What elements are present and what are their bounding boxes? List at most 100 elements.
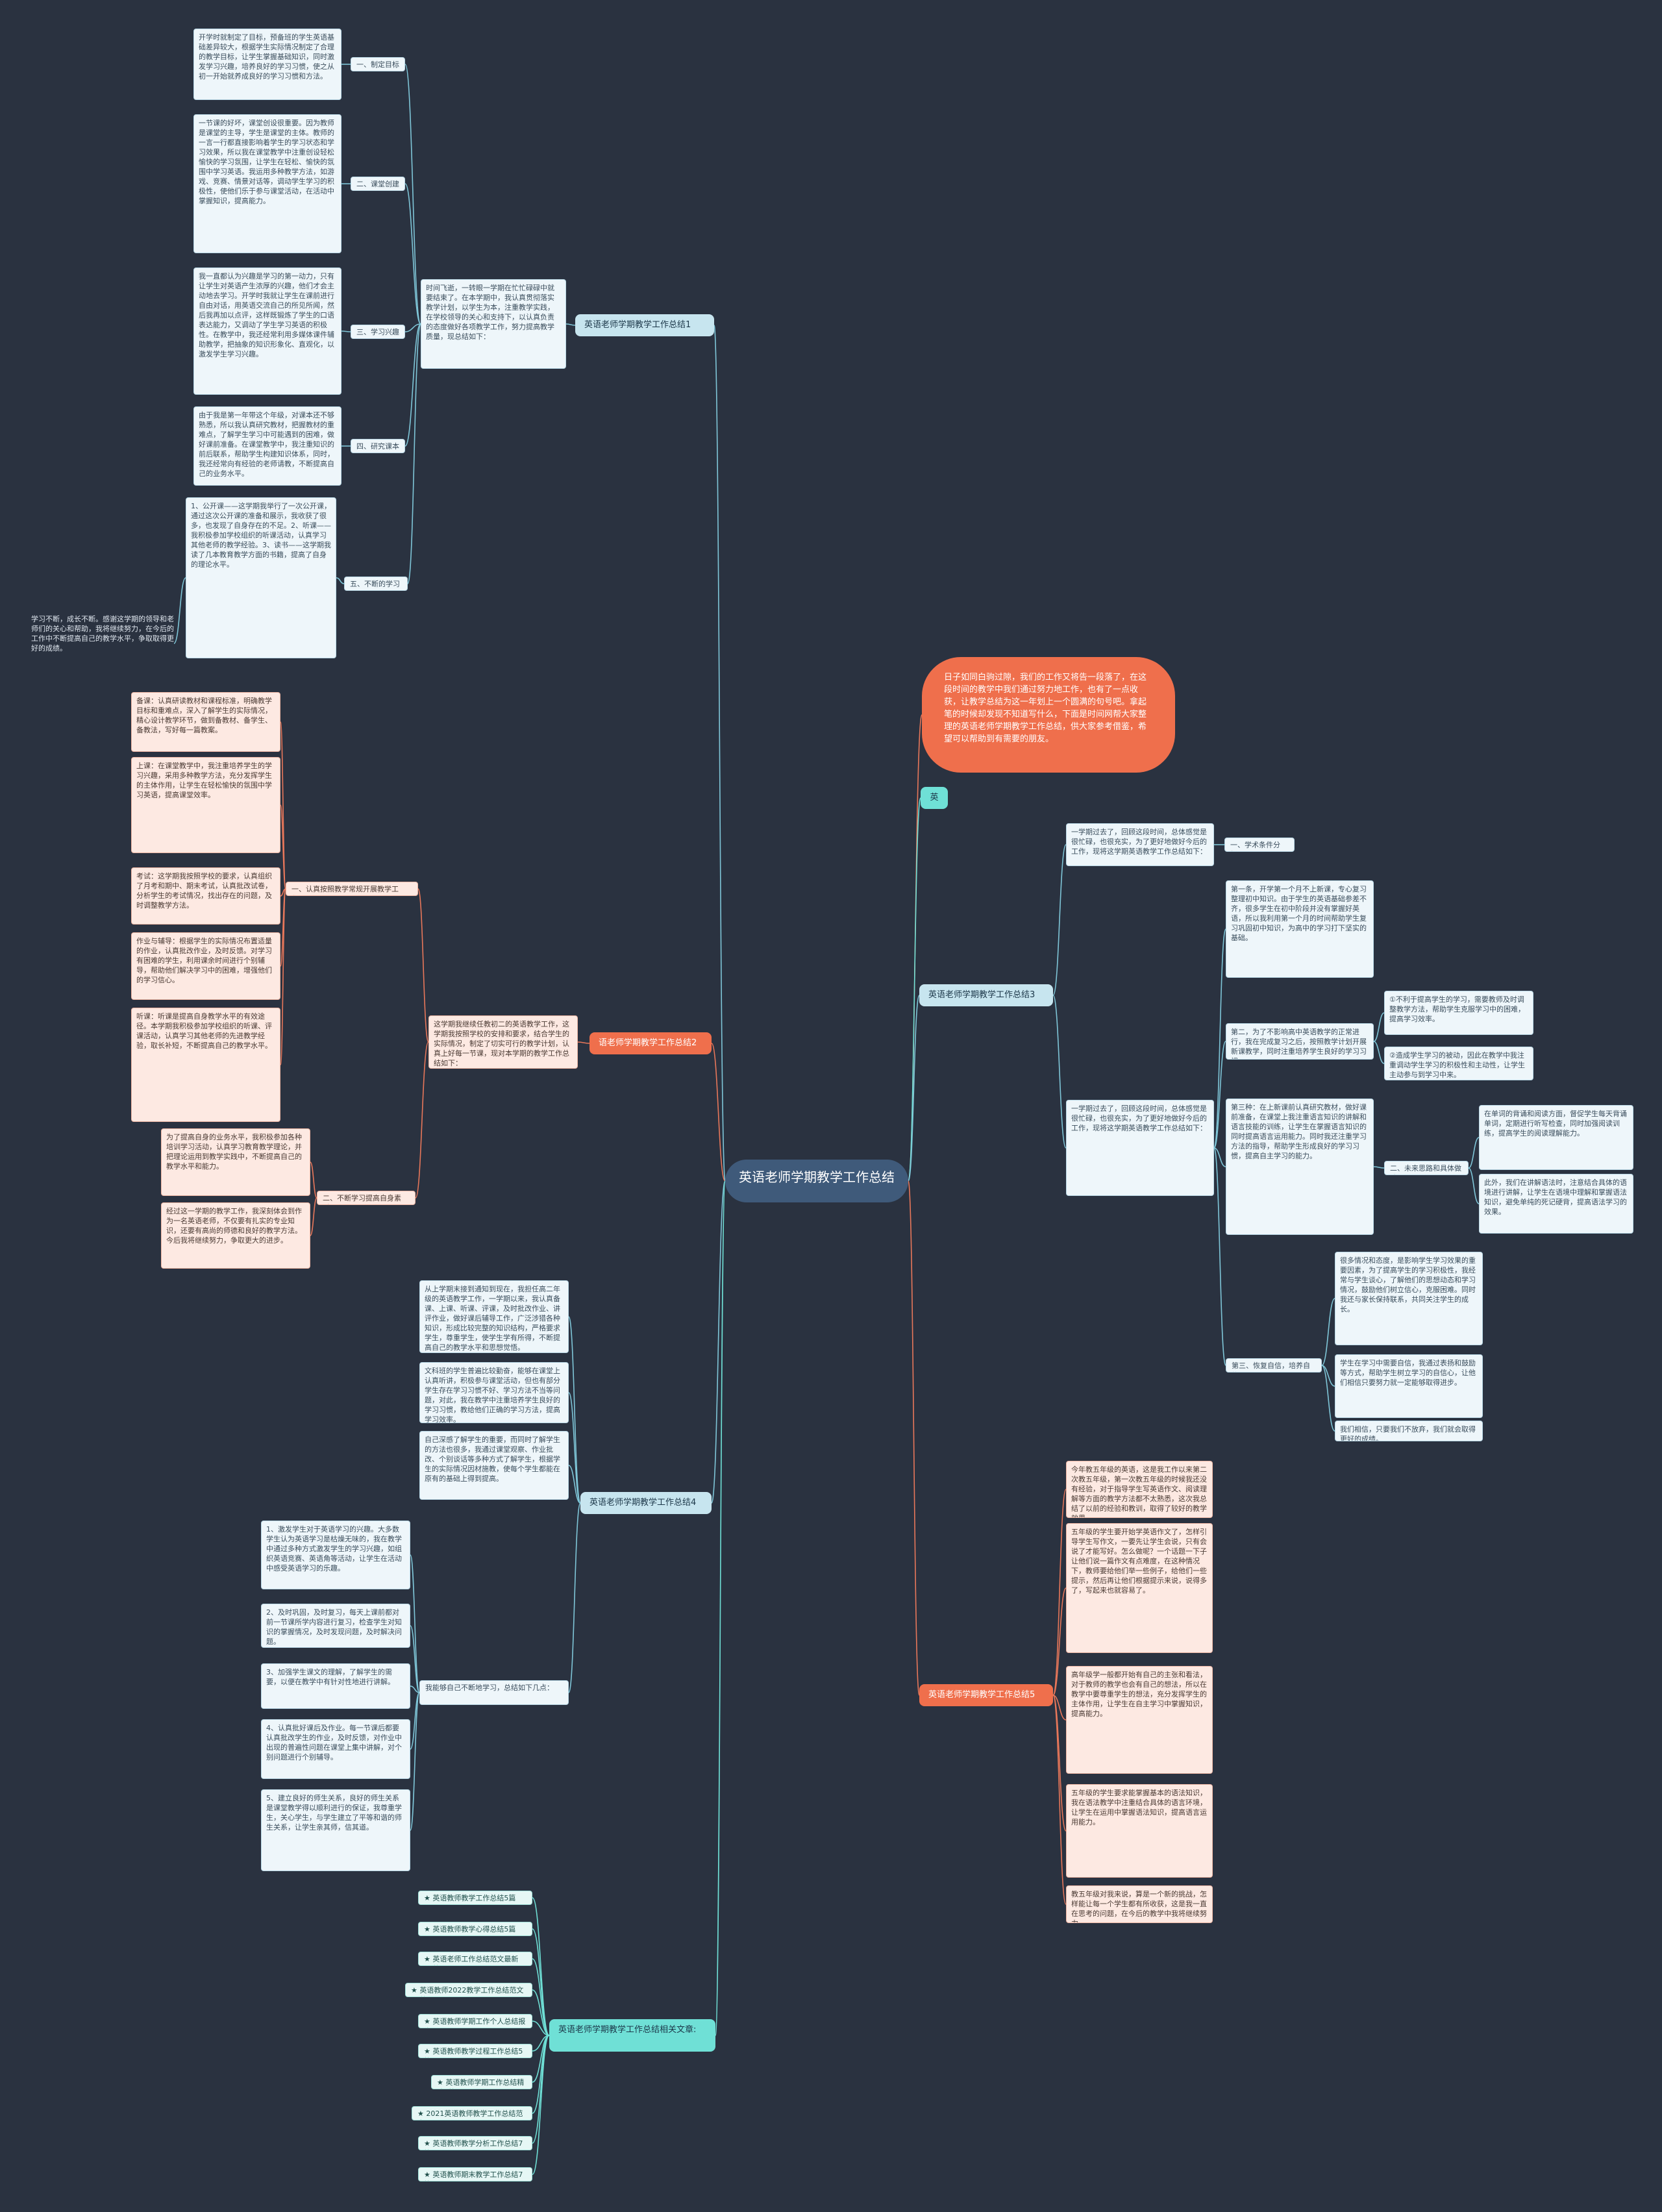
b3-item-4-sub-2: 此外，我们在讲解语法时，注意结合具体的语境进行讲解，让学生在语境中理解和掌握语法… — [1479, 1174, 1633, 1234]
connector — [565, 323, 576, 326]
connector — [532, 1958, 550, 2036]
b4-para-2: 文科班的学生普遍比较勤奋，能够在课堂上认真听讲，积极参与课堂活动，但也有部分学生… — [419, 1362, 569, 1423]
connector — [532, 2020, 550, 2036]
related-link-5[interactable]: ★ 英语教师学期工作个人总结报告 — [418, 2014, 532, 2028]
related-link-3[interactable]: ★ 英语老师工作总结范文最新10篇 — [418, 1952, 532, 1966]
b5-para-5: 教五年级对我来说，算是一个新的挑战，怎样能让每一个学生都有所收获，这是我一直在思… — [1066, 1885, 1213, 1923]
connector — [1052, 1695, 1067, 1721]
branch-2[interactable]: 语老师学期教学工作总结2 — [589, 1032, 712, 1054]
connector — [711, 1043, 726, 1182]
connector — [711, 1180, 726, 1504]
connector — [908, 995, 920, 1182]
connector — [568, 1502, 581, 1693]
connector — [1321, 1365, 1335, 1432]
b1-left-note: 学习不断，成长不断。感谢这学期的领导和老师们的关心和帮助，我将继续努力，在今后的… — [31, 615, 174, 652]
branch-3[interactable]: 英语老师学期教学工作总结3 — [919, 984, 1053, 1006]
connector — [1321, 1298, 1335, 1366]
b2-label-2[interactable]: 二、不断学习提高自身素质。 — [317, 1191, 416, 1205]
b1-label-1[interactable]: 一、制定目标 — [351, 57, 405, 71]
connector — [336, 577, 345, 584]
b3-label-6[interactable]: 第三、恢复自信，培养自信。 — [1226, 1358, 1322, 1373]
connector — [1052, 1489, 1067, 1696]
connector — [173, 577, 186, 644]
b1-label-4[interactable]: 四、研究课本 — [351, 439, 405, 453]
connector — [410, 1685, 420, 1693]
connector — [532, 1989, 550, 2036]
b4-para-8: 5、建立良好的师生关系，良好的师生关系是课堂教学得以顺利进行的保证，我尊重学生，… — [261, 1789, 410, 1871]
connector — [1052, 995, 1067, 1149]
b1-text-2: 一节课的好坏，课堂创设很重要。因为教师是课堂的主导，学生是课堂的主体。教师的一言… — [193, 114, 341, 253]
connector — [1052, 1587, 1067, 1696]
branch-1-summary: 时间飞逝，一转眼一学期在忙忙碌碌中就要结束了。在本学期中，我认真贯彻落实教学计划… — [421, 279, 566, 369]
connector — [1373, 1012, 1385, 1042]
b2-sub-2-2: 经过这一学期的教学工作，我深刻体会到作为一名英语老师，不仅要有扎实的专业知识，还… — [161, 1202, 310, 1269]
b2-sub-1-5: 听课：听课是提高自身教学水平的有效途径。本学期我积极参加学校组织的听课、评课活动… — [131, 1008, 280, 1122]
b1-label-2[interactable]: 二、课堂创建 — [351, 177, 405, 191]
b1-text-1: 开学时就制定了目标，预备班的学生英语基础差异较大，根据学生实际情况制定了合理的教… — [193, 29, 341, 100]
b4-para-5: 2、及时巩固，及时复习，每天上课前都对前一节课所学内容进行复习，检查学生对知识的… — [261, 1604, 410, 1648]
connector — [280, 888, 286, 1065]
connector — [715, 1180, 726, 2036]
connector — [568, 1465, 581, 1504]
connector — [410, 1625, 420, 1693]
b2-sub-1-3: 考试：这学期我按照学校的要求，认真组织了月考和期中、期末考试，认真批改试卷，分析… — [131, 867, 280, 925]
connector — [1213, 1147, 1226, 1366]
connector — [410, 1692, 420, 1750]
related-link-7[interactable]: ★ 英语教师学期工作总结精选7篇 — [431, 2075, 532, 2089]
connector — [1052, 844, 1067, 996]
branch-1[interactable]: 英语老师学期教学工作总结1 — [575, 314, 714, 336]
connector — [1213, 928, 1226, 1149]
b3-item-4: 第三种：在上新课前认真研究教材，做好课前准备，在课堂上我注重语言知识的讲解和语言… — [1226, 1099, 1374, 1235]
connector — [568, 1316, 581, 1504]
connector — [410, 1554, 420, 1693]
central-topic[interactable]: 英语老师学期教学工作总结 — [725, 1160, 908, 1202]
b5-para-4: 五年级的学生要求能掌握基本的语法知识，我在语法教学中注重结合具体的语言环境，让学… — [1066, 1784, 1213, 1878]
connector — [417, 888, 429, 1043]
b3-item-6: 学生在学习中需要自信，我通过表扬和鼓励等方式，帮助学生树立学习的自信心，让他们相… — [1335, 1354, 1483, 1418]
connector — [404, 323, 421, 332]
b5-para-3: 高年级学一般都开始有自己的主张和看法，对于教师的教学也会有自己的想法，所以在教学… — [1066, 1666, 1213, 1774]
b2-sub-1-2: 上课：在课堂教学中，我注重培养学生的学习兴趣，采用多种教学方法，充分发挥学生的主… — [131, 757, 280, 853]
b3-left-mid: 一学期过去了，回顾这段时间，总体感觉是很忙碌，也很充实，为了更好地做好今后的工作… — [1066, 1100, 1214, 1196]
connector — [532, 2035, 550, 2175]
related-link-1[interactable]: ★ 英语教师教学工作总结5篇 — [418, 1891, 532, 1905]
connector — [1373, 1041, 1385, 1064]
connector — [280, 804, 286, 889]
related-link-8[interactable]: ★ 2021英语教师教学工作总结范文 — [412, 2106, 532, 2120]
b1-text-3: 我一直都认为兴趣是学习的第一动力，只有让学生对英语产生浓厚的兴趣，他们才会主动地… — [193, 267, 341, 395]
ying-node[interactable]: 英 — [921, 787, 948, 809]
connector — [310, 1197, 317, 1236]
connector — [1052, 1695, 1067, 1905]
connector — [577, 1041, 590, 1044]
b3-item-4-sub-1: 在单词的背诵和阅读方面，督促学生每天背诵单词，定期进行听写检查，同时加强阅读训练… — [1479, 1105, 1633, 1170]
b2-sub-1-4: 作业与辅导：根据学生的实际情况布置适量的作业，认真批改作业，及时反馈。对学习有困… — [131, 932, 280, 1000]
b5-para-2: 五年级的学生要开始学英语作文了，怎样引导学生写作文，一要先让学生会说，只有会说了… — [1066, 1523, 1213, 1653]
branch-6[interactable]: 英语老师学期教学工作总结相关文章: — [549, 2019, 715, 2052]
connector — [404, 183, 421, 325]
b3-item-7: 我们相信，只要我们不放弃，我们就会取得更好的成绩。 — [1335, 1421, 1483, 1441]
connector — [1373, 1166, 1385, 1169]
connector — [404, 323, 421, 447]
branch-5[interactable]: 英语老师学期教学工作总结5 — [919, 1684, 1053, 1706]
b4-closing[interactable]: 我能够自己不断地学习，总结如下几点： — [419, 1680, 569, 1705]
b2-label-1[interactable]: 一、认真按照教学常规开展教学工作。 — [286, 882, 418, 896]
b2-sub-2-1: 为了提高自身的业务水平，我积极参加各种培训学习活动，认真学习教育教学理论，并把理… — [161, 1128, 310, 1196]
b2-sub-1-1: 备课：认真研读教材和课程标准，明确教学目标和重难点，深入了解学生的实际情况，精心… — [131, 692, 280, 752]
b1-label-3[interactable]: 三、学习兴趣 — [351, 325, 405, 339]
b4-para-3: 自己深感了解学生的重要，而同时了解学生的方法也很多，我通过课堂观察、作业批改、个… — [419, 1431, 569, 1500]
b3-item-3: 第二，为了不影响高中英语教学的正常进行，我在完成复习之后，按照教学计划开展新课教… — [1226, 1023, 1374, 1060]
b3-label-1[interactable]: 一、学术条件分析。 — [1224, 838, 1295, 852]
related-link-6[interactable]: ★ 英语教师教学过程工作总结5篇 — [418, 2044, 532, 2058]
b5-para-1: 今年教五年级的英语，这是我工作以来第二次教五年级，第一次教五年级的时候我还没有经… — [1066, 1461, 1213, 1518]
b1-label-5[interactable]: 五、不断的学习 — [344, 577, 408, 591]
branch-4[interactable]: 英语老师学期教学工作总结4 — [580, 1492, 712, 1514]
b3-item-4-label[interactable]: 二、未来思路和具体做法。 — [1384, 1161, 1469, 1175]
related-link-2[interactable]: ★ 英语教师教学心得总结5篇 — [418, 1922, 532, 1936]
intro-node[interactable]: 日子如同白驹过隙，我们的工作又将告一段落了，在这段时间的教学中我们通过努力地工作… — [922, 657, 1175, 773]
connector — [404, 64, 421, 325]
related-link-10[interactable]: ★ 英语教师期末教学工作总结7篇 — [418, 2167, 532, 2181]
connector — [1213, 1041, 1226, 1149]
related-link-9[interactable]: ★ 英语教师教学分析工作总结7篇 — [418, 2136, 532, 2150]
related-link-4[interactable]: ★ 英语教师2022教学工作总结范文13篇 — [405, 1983, 532, 1997]
